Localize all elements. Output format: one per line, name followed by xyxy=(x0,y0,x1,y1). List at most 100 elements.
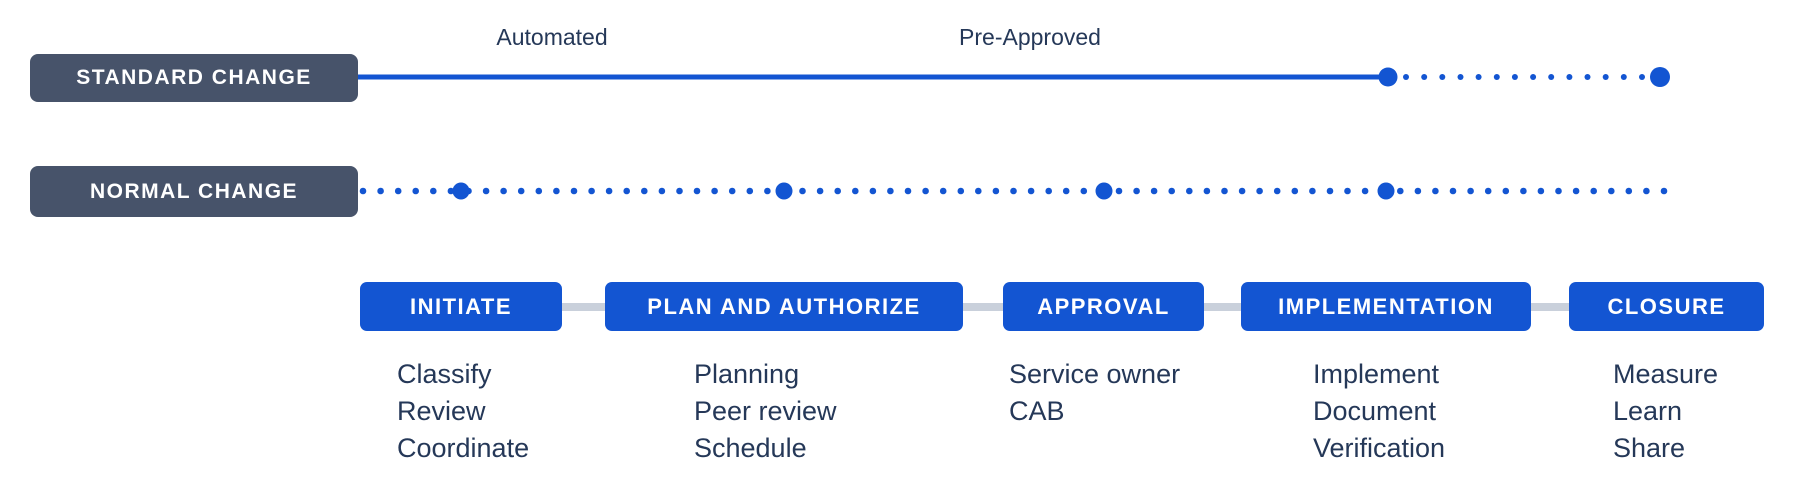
stage-item: Learn xyxy=(1613,396,1683,426)
dotted-line-dot xyxy=(641,187,648,195)
stage-item: Review xyxy=(397,396,486,426)
stage-item: Planning xyxy=(694,359,800,389)
annotation-automated: Automated xyxy=(496,24,608,50)
stage-item: Classify xyxy=(397,359,492,389)
standard-change-label: STANDARD CHANGE xyxy=(30,54,358,102)
stage-item: Coordinate xyxy=(397,433,530,463)
dotted-line-dot xyxy=(1421,74,1428,80)
stage-box-closure: CLOSURE xyxy=(1569,282,1764,331)
dotted-line-dot xyxy=(1572,187,1580,195)
stage-item: Implement xyxy=(1313,359,1440,389)
dotted-line-dot xyxy=(1414,187,1422,195)
dotted-line-dot xyxy=(1403,74,1409,80)
dotted-line-dot xyxy=(764,187,771,195)
dotted-line-dot xyxy=(1344,187,1351,195)
dotted-line-dot xyxy=(693,187,701,195)
dotted-line-dot xyxy=(1639,74,1645,80)
dotted-line-dot xyxy=(1432,187,1439,195)
dotted-line-dot xyxy=(1150,187,1158,195)
dotted-line-dot xyxy=(658,187,666,195)
dotted-line-dot xyxy=(517,187,525,195)
normal-line-dotted xyxy=(359,187,1668,195)
stage-box-initiate-text: INITIATE xyxy=(409,293,513,319)
dotted-line-dot xyxy=(1045,187,1052,195)
stage-items-closure: Measure Learn Share xyxy=(1613,356,1718,467)
dotted-line-dot xyxy=(394,187,402,195)
dotted-line-dot xyxy=(1502,187,1510,195)
dotted-line-dot xyxy=(1566,74,1573,80)
stage-box-approval: APPROVAL xyxy=(1003,282,1204,331)
stage-item: Peer review xyxy=(694,396,837,426)
dotted-line-dot xyxy=(1203,187,1211,195)
dotted-line-dot xyxy=(1537,187,1545,195)
stage-item: Service owner xyxy=(1009,359,1181,389)
standard-change-label-text: STANDARD CHANGE xyxy=(76,66,312,89)
dotted-line-dot xyxy=(1620,74,1627,80)
normal-milestone-initiate xyxy=(452,182,470,200)
dotted-line-dot xyxy=(922,187,929,195)
dotted-line-dot xyxy=(588,187,595,195)
stage-items-approval: Service owner CAB xyxy=(1009,356,1180,430)
dotted-line-dot xyxy=(1361,187,1369,195)
dotted-line-dot xyxy=(1548,74,1555,80)
dotted-line-dot xyxy=(570,187,578,195)
dotted-line-dot xyxy=(377,187,384,195)
normal-change-label: NORMAL CHANGE xyxy=(30,166,358,217)
dotted-line-dot xyxy=(430,187,437,195)
normal-milestone-implementation xyxy=(1377,182,1395,200)
stage-box-approval-text: APPROVAL xyxy=(1037,293,1170,319)
stage-box-initiate: INITIATE xyxy=(360,282,562,331)
dotted-line-dot xyxy=(1080,187,1088,195)
stage-items-plan-and-authorize: Planning Peer review Schedule xyxy=(694,356,837,467)
stage-item: CAB xyxy=(1009,396,1065,426)
dotted-line-dot xyxy=(1256,187,1263,195)
stage-box-plan-and-authorize: PLAN AND AUTHORIZE xyxy=(605,282,963,331)
dotted-line-dot xyxy=(904,187,912,195)
dotted-line-dot xyxy=(1660,187,1668,195)
stage-items-initiate: Classify Review Coordinate xyxy=(397,356,529,467)
dotted-line-dot xyxy=(447,187,455,195)
annotation-pre-approved: Pre-Approved xyxy=(959,24,1101,50)
dotted-line-dot xyxy=(1439,74,1446,80)
dotted-line-dot xyxy=(1221,187,1228,195)
dotted-line-dot xyxy=(1397,187,1404,195)
dotted-line-dot xyxy=(1449,187,1457,195)
dotted-line-dot xyxy=(1457,74,1464,80)
dotted-line-dot xyxy=(1484,187,1492,195)
dotted-line-dot xyxy=(1602,74,1609,80)
dotted-line-dot xyxy=(623,187,630,195)
dotted-line-dot xyxy=(1186,187,1193,195)
dotted-line-dot xyxy=(1608,187,1615,195)
dotted-line-dot xyxy=(711,187,718,195)
standard-line-end-dot xyxy=(1650,67,1670,87)
dotted-line-dot xyxy=(992,187,1000,195)
stage-item: Document xyxy=(1313,396,1437,426)
dotted-line-dot xyxy=(816,187,824,195)
dotted-line-dot xyxy=(1238,187,1246,195)
dotted-line-dot xyxy=(957,187,965,195)
normal-change-label-text: NORMAL CHANGE xyxy=(89,179,299,203)
stage-box-implementation-text: IMPLEMENTATION xyxy=(1278,293,1494,319)
stage-item: Share xyxy=(1613,433,1686,463)
standard-line-dotted-segment xyxy=(1403,74,1645,80)
dotted-line-dot xyxy=(676,187,683,195)
dotted-line-dot xyxy=(1625,187,1633,195)
dotted-line-dot xyxy=(1643,187,1650,195)
dotted-line-dot xyxy=(746,187,754,195)
dotted-line-dot xyxy=(1590,187,1597,195)
dotted-line-dot xyxy=(1475,74,1482,80)
dotted-line-dot xyxy=(1584,74,1591,80)
dotted-line-dot xyxy=(1493,74,1500,80)
standard-line-milestone-dot xyxy=(1378,67,1398,87)
dotted-line-dot xyxy=(482,187,490,195)
dotted-line-dot xyxy=(852,187,859,195)
dotted-line-dot xyxy=(1010,187,1017,195)
dotted-line-dot xyxy=(359,187,367,195)
dotted-line-dot xyxy=(799,187,806,195)
dotted-line-dot xyxy=(1326,187,1334,195)
dotted-line-dot xyxy=(605,187,613,195)
normal-milestone-approval xyxy=(1095,182,1113,200)
normal-line-milestone-dots xyxy=(452,182,1395,200)
